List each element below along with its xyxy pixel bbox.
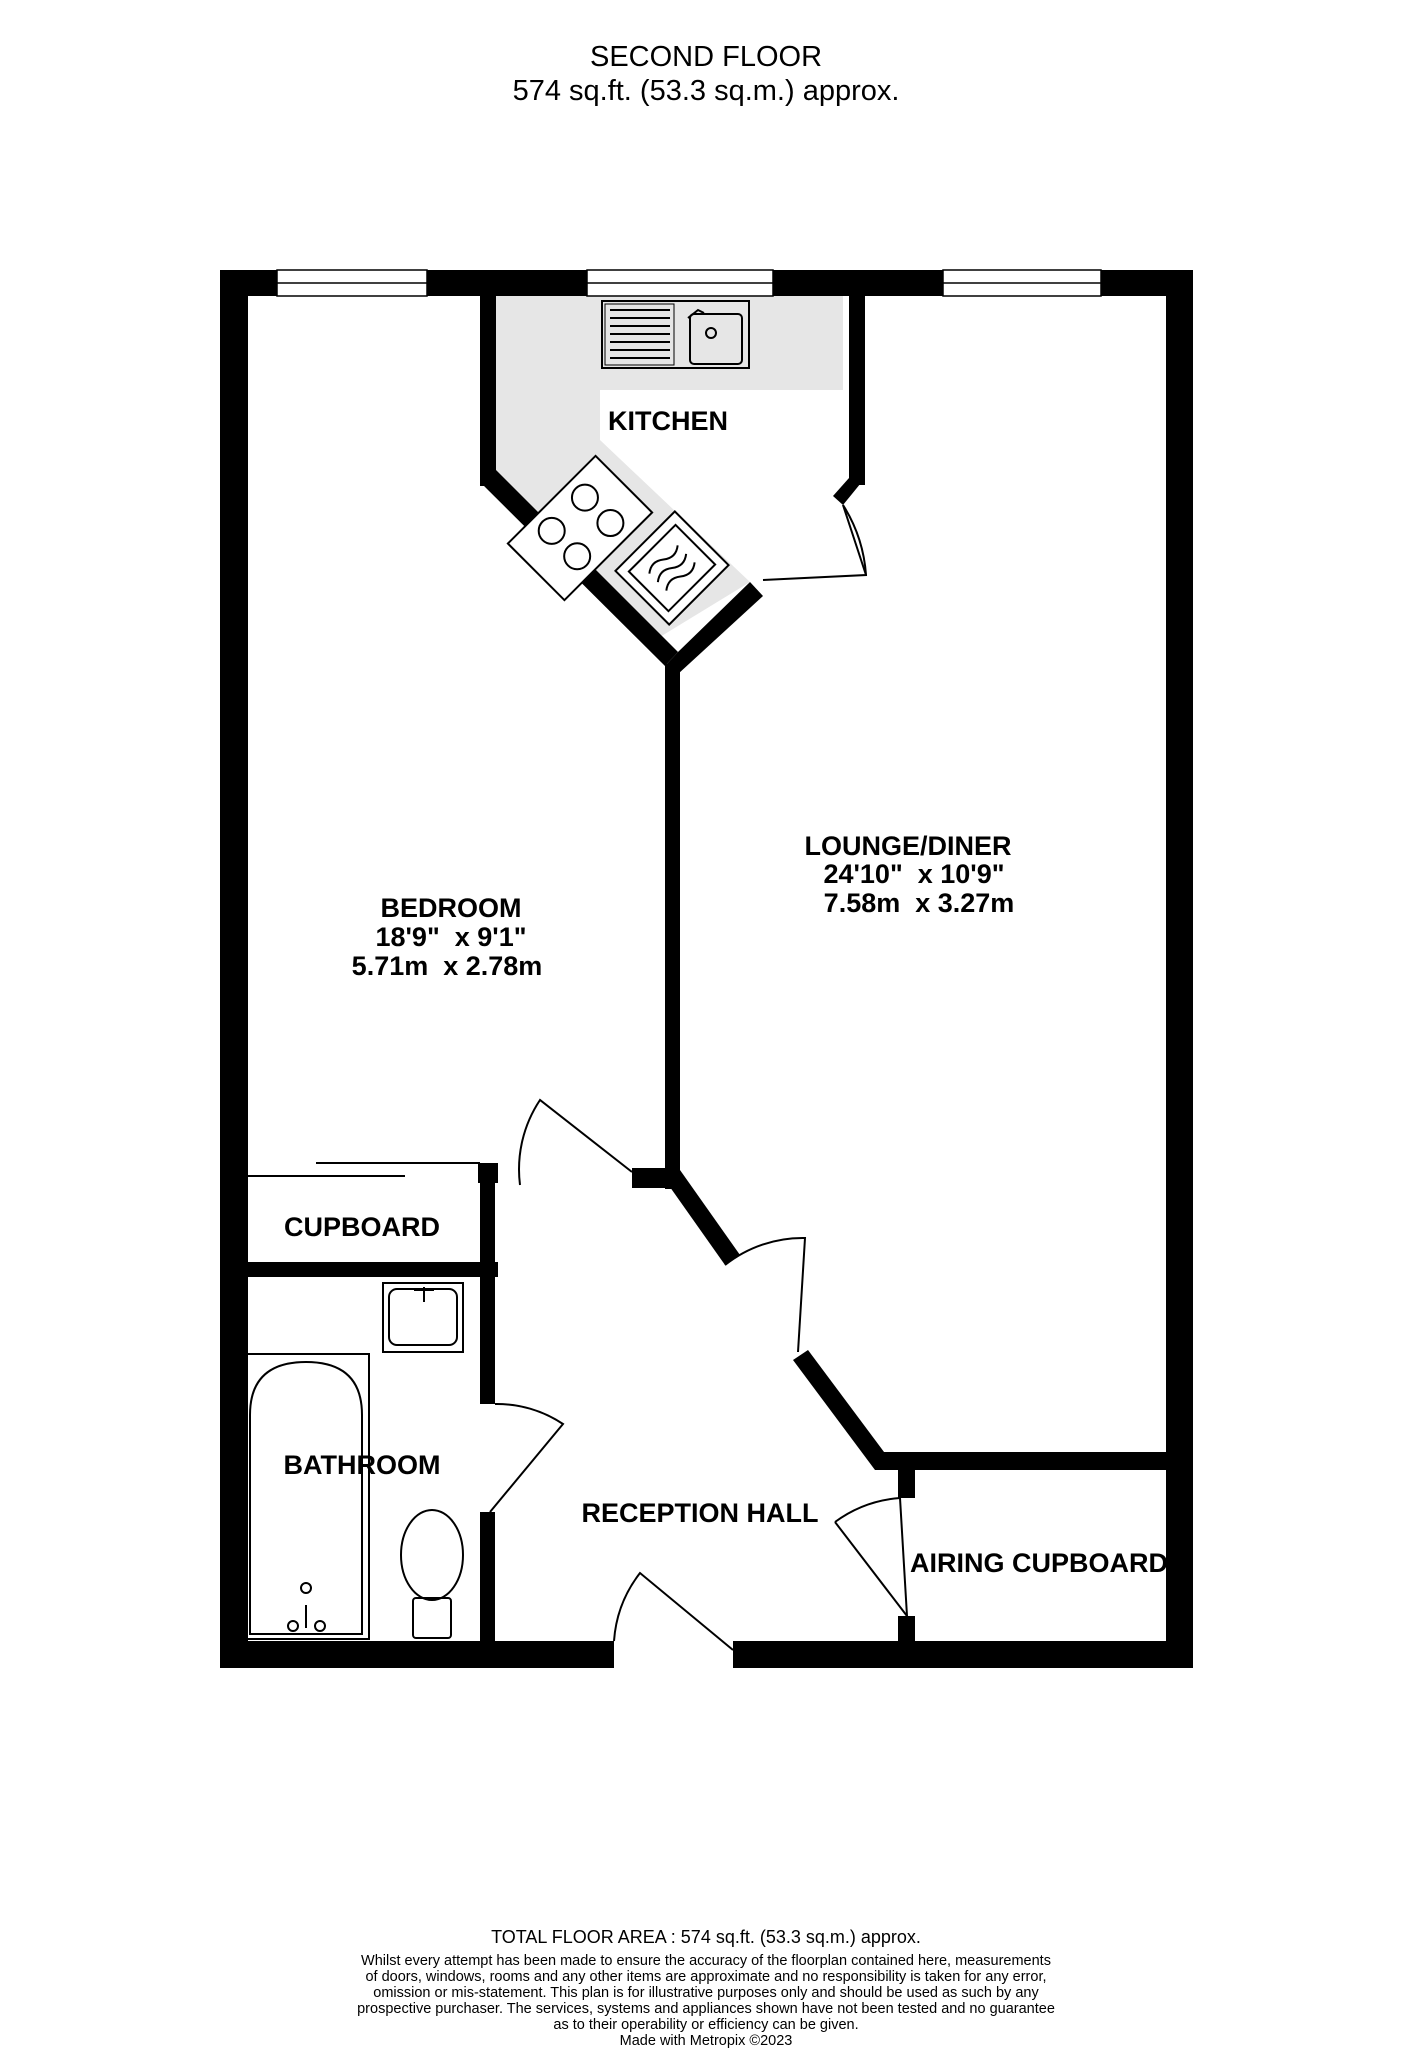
bathroom-basin — [382, 1282, 464, 1353]
oven — [614, 510, 730, 626]
disclaimer: Whilst every attempt has been made to en… — [0, 1953, 1412, 2049]
bathroom-label: BATHROOM — [284, 1450, 441, 1480]
kitchen-door — [762, 504, 868, 581]
reception-hall-label: RECEPTION HALL — [581, 1498, 818, 1528]
kitchen-sink — [601, 300, 750, 369]
bedroom-label: BEDROOM — [381, 893, 522, 923]
floor-title: SECOND FLOOR — [589, 41, 823, 73]
floor-area: 574 sq.ft. (53.3 sq.m.) approx. — [512, 75, 900, 107]
bedroom-size-imperial: 18'9" x 9'1" — [375, 922, 526, 952]
disclaimer-line: omission or mis-statement. This plan is … — [373, 1985, 1039, 2001]
bathroom-door — [489, 1402, 565, 1513]
bath — [242, 1353, 370, 1640]
kitchen-label: KITCHEN — [608, 406, 728, 436]
entrance-door — [613, 1571, 734, 1651]
disclaimer-line: prospective purchaser. The services, sys… — [357, 2001, 1055, 2017]
lounge-size-imperial: 24'10" x 10'9" — [823, 859, 1004, 889]
total-floor-area: TOTAL FLOOR AREA : 574 sq.ft. (53.3 sq.m… — [491, 1927, 921, 1947]
lounge-size-metric: 7.58m x 3.27m — [824, 888, 1015, 918]
doors — [489, 504, 908, 1651]
airing-cupboard-label: AIRING CUPBOARD — [910, 1548, 1168, 1578]
lounge-label: LOUNGE/DINER — [804, 831, 1011, 861]
windows — [276, 269, 1102, 297]
bedroom-door — [518, 1098, 633, 1186]
cupboard-slider — [248, 1162, 480, 1177]
disclaimer-line: of doors, windows, rooms and any other i… — [365, 1969, 1047, 1985]
lounge-door — [724, 1236, 807, 1353]
disclaimer-line: as to their operability or efficiency ca… — [553, 2017, 859, 2033]
toilet — [400, 1509, 464, 1639]
cupboard-label: CUPBOARD — [284, 1212, 440, 1242]
airing-door — [834, 1496, 908, 1617]
credit: Made with Metropix ©2023 — [619, 2033, 793, 2049]
disclaimer-line: Whilst every attempt has been made to en… — [361, 1953, 1051, 1969]
bedroom-size-metric: 5.71m x 2.78m — [352, 951, 543, 981]
hob — [506, 454, 654, 602]
